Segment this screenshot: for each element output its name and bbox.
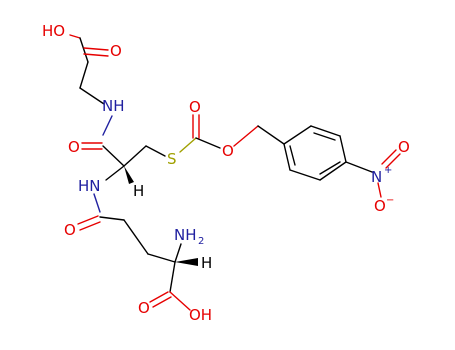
atom-nh-mid: HN <box>78 177 101 195</box>
bond-glu-co-1 <box>77 215 99 225</box>
atom-o-acid-bottom: O <box>138 299 150 317</box>
atom-oh-top: HO <box>42 22 65 40</box>
atom-h-stereo-bottom: H <box>201 254 212 272</box>
bond-c-o-top-2 <box>83 53 109 57</box>
bond-cooh-co-2 <box>152 296 172 308</box>
bond-ch2-s <box>145 145 166 157</box>
atom-nh2: NH <box>174 226 197 244</box>
atom-o-amide-left: O <box>64 221 76 239</box>
bond-glu-ch2-ch2 <box>123 219 149 255</box>
ring-bond-4 <box>319 161 347 181</box>
atom-o-ester: O <box>222 142 234 160</box>
bond-ca-nh-gly <box>79 87 105 105</box>
bond-c-oh-top-b <box>79 37 89 63</box>
bond-cacys-nh <box>105 165 125 181</box>
bond-ca-cooh <box>169 261 176 293</box>
ring-inner-2 <box>319 161 341 175</box>
ring-inner-1 <box>313 132 336 141</box>
bond-glu-c-ch2 <box>99 216 125 221</box>
atom-n-nitro-plus: + <box>384 165 392 176</box>
wedge-h-bottom <box>175 258 198 266</box>
atom-n-nitro: N <box>371 168 382 186</box>
wedge-h-mid <box>124 166 134 184</box>
bond-ca-nh2 <box>174 243 182 263</box>
bond-ch2bn-ring <box>257 125 285 145</box>
atom-o-ester-carbonyl: O <box>189 98 201 116</box>
ring-bond-6 <box>283 143 291 171</box>
bond-ring-n <box>345 161 373 173</box>
atom-nh-top: NH <box>102 97 125 115</box>
atom-o-nitro-bottom: O <box>374 197 386 215</box>
atom-o-nitro-top: O <box>398 138 410 156</box>
bond-glu-co-2 <box>79 221 101 231</box>
bonds <box>69 34 401 311</box>
bond-nh-c-glu <box>93 193 101 213</box>
ring-bond-5 <box>289 169 321 181</box>
bond-c-oh-top <box>69 34 81 39</box>
ring-bond-2 <box>310 125 341 137</box>
bond-cooh-oh <box>169 291 191 311</box>
bond-o-ch2bn <box>233 125 259 147</box>
bond-cooh-co-1 <box>149 291 169 303</box>
ring-bond-3 <box>339 135 347 163</box>
bond-n-o-top-1 <box>381 149 397 165</box>
atom-s: S <box>167 150 177 168</box>
bond-nh-c-amide <box>102 115 113 136</box>
atom-labels: HO O NH O S O O N + O O − HN H O NH 2 H … <box>42 22 410 324</box>
bond-s-c <box>179 137 197 153</box>
atom-o-amide-top: O <box>68 138 80 156</box>
atom-o-top: O <box>110 42 122 60</box>
atom-h-stereo-mid: H <box>133 182 144 200</box>
bond-n-o-bottom <box>377 182 382 198</box>
atom-oh-bottom: OH <box>189 306 212 324</box>
ring-bond-1 <box>283 125 312 145</box>
ring-inner-3 <box>289 145 296 166</box>
bond-ester-c-o <box>195 137 221 149</box>
bond-cacys-ch2 <box>123 145 147 167</box>
bond-ca-gly <box>79 61 89 89</box>
bond-amide-c-cacys <box>102 145 125 167</box>
bond-n-o-top-2 <box>385 153 401 169</box>
atom-o-nitro-minus: − <box>386 195 394 206</box>
bond-glu-ch2-ca <box>147 253 176 263</box>
atom-nh2-sub: 2 <box>198 236 204 247</box>
bond-c-o-top <box>83 47 109 51</box>
